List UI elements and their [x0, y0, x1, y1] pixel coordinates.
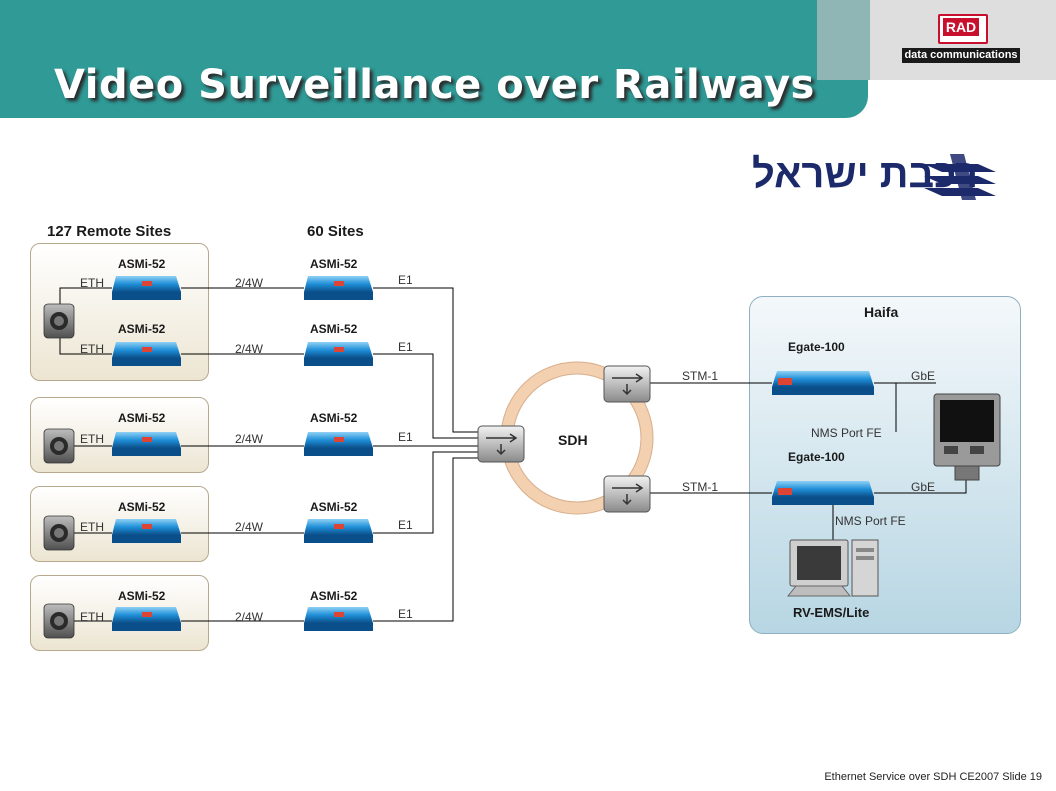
eth-link-label: ETH	[80, 342, 104, 356]
e1-link-label: E1	[398, 518, 413, 532]
rad-logo: RAD data communications	[870, 0, 1056, 80]
asmi-label: ASMi-52	[310, 257, 358, 271]
asmi-52-device	[304, 519, 373, 543]
sdh-adm-router-icon	[477, 425, 525, 463]
asmi-label: ASMi-52	[118, 500, 166, 514]
asmi-label: ASMi-52	[310, 322, 358, 336]
asmi-label: ASMi-52	[118, 411, 166, 425]
eth-link-label: ETH	[80, 432, 104, 446]
e1-link-label: E1	[398, 273, 413, 287]
remote-sites-header: 127 Remote Sites	[47, 223, 172, 240]
sdh-adm-router-icon	[603, 365, 651, 403]
asmi-52-device	[304, 432, 373, 456]
asmi-52-device	[112, 519, 181, 543]
asmi-label: ASMi-52	[118, 322, 166, 336]
e1-link-label: E1	[398, 607, 413, 621]
video-monitor-icon	[933, 393, 1001, 481]
slide-footer: Ethernet Service over SDH CE2007 Slide 1…	[824, 771, 1042, 783]
title-accent	[817, 0, 871, 80]
egate-100-device	[772, 481, 874, 505]
nms-port-label: NMS Port FE	[835, 514, 906, 528]
2-4w-link-label: 2/4W	[235, 276, 264, 290]
israel-railways-logo-icon	[924, 154, 996, 200]
eth-link-label: ETH	[80, 520, 104, 534]
asmi-52-device	[112, 276, 181, 300]
sites-header: 60 Sites	[307, 223, 364, 240]
asmi-label: ASMi-52	[310, 500, 358, 514]
2-4w-link-label: 2/4W	[235, 610, 264, 624]
asmi-label: ASMi-52	[310, 589, 358, 603]
egate-label: Egate-100	[788, 450, 845, 464]
camera-icon	[43, 515, 75, 551]
haifa-label: Haifa	[864, 304, 899, 320]
e1-link-label: E1	[398, 340, 413, 354]
asmi-label: ASMi-52	[118, 257, 166, 271]
asmi-52-device	[304, 342, 373, 366]
asmi-label: ASMi-52	[310, 411, 358, 425]
camera-icon	[43, 303, 75, 339]
asmi-52-device	[112, 342, 181, 366]
camera-icon	[43, 428, 75, 464]
title-bar	[0, 0, 868, 118]
gbe-link-label: GbE	[911, 369, 936, 383]
slide-title: Video Surveillance over Railways	[54, 62, 815, 108]
rad-logo-tagline: data communications	[902, 48, 1020, 63]
nms-port-label: NMS Port FE	[811, 426, 882, 440]
egate-100-device	[772, 371, 874, 395]
rad-logo-brand: RAD	[945, 19, 977, 35]
rv-ems-lite-label: RV-EMS/Lite	[793, 605, 870, 620]
2-4w-link-label: 2/4W	[235, 342, 264, 356]
stm-1-link-label: STM-1	[682, 369, 718, 383]
asmi-52-device	[112, 432, 181, 456]
2-4w-link-label: 2/4W	[235, 432, 264, 446]
gbe-link-label: GbE	[911, 480, 936, 494]
egate-label: Egate-100	[788, 340, 845, 354]
asmi-label: ASMi-52	[118, 589, 166, 603]
2-4w-link-label: 2/4W	[235, 520, 264, 534]
eth-link-label: ETH	[80, 276, 104, 290]
sdh-label: SDH	[558, 432, 588, 448]
asmi-52-device	[112, 607, 181, 631]
sdh-adm-router-icon	[603, 475, 651, 513]
asmi-52-device	[304, 607, 373, 631]
pc-workstation-icon	[786, 539, 879, 597]
asmi-52-device	[304, 276, 373, 300]
camera-icon	[43, 603, 75, 639]
stm-1-link-label: STM-1	[682, 480, 718, 494]
e1-link-label: E1	[398, 430, 413, 444]
eth-link-label: ETH	[80, 610, 104, 624]
